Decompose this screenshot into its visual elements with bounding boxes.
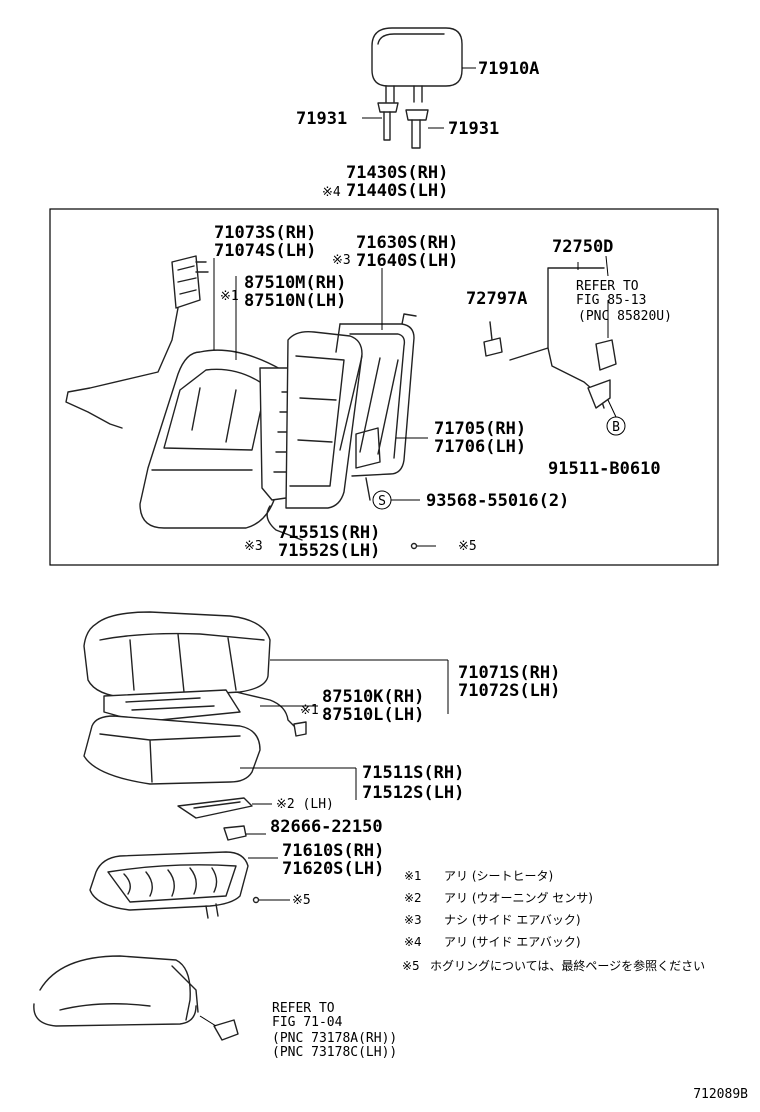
cushion-frame-drawing (89, 851, 249, 919)
label-cush-heater-rh: 87510K(RH) (322, 687, 424, 707)
label-back-assy-rh: 71430S(RH) (346, 163, 448, 183)
note-4-text: アリ (サイド エアバック) (444, 935, 581, 949)
refer2-line1: REFER TO (272, 1001, 335, 1016)
label-cush-pad-lh: 71512S(LH) (362, 783, 464, 803)
rear-seat-reference-drawing (33, 955, 239, 1041)
mark-back-pad: ※3 (332, 253, 351, 268)
seatback-spring-drawing (355, 427, 381, 501)
hog-ring-back-drawing (410, 542, 436, 550)
label-harness: 72750D (552, 237, 613, 257)
clip-drawing (223, 825, 247, 841)
label-screw: 93568-55016(2) (426, 491, 569, 511)
seatback-leader-lines (213, 255, 609, 439)
note-3-text: ナシ (サイド エアバック) (444, 913, 581, 927)
label-back-heater-lh: 87510N(LH) (244, 291, 346, 311)
label-back-assy-lh: 71440S(LH) (346, 181, 448, 201)
label-bolt: 91511-B0610 (548, 459, 661, 479)
label-sensor: ※2 (LH) (276, 797, 334, 812)
note-4-mark: ※4 (404, 935, 422, 949)
label-cush-heater-lh: 87510L(LH) (322, 705, 424, 725)
refer2-line4: (PNC 73178C(LH)) (272, 1045, 397, 1060)
callout-b-text: B (612, 420, 620, 435)
label-support-left: 71931 (296, 109, 347, 129)
note-2-text: アリ (ウオーニング センサ) (444, 891, 593, 905)
headrest-drawing (371, 27, 463, 103)
label-back-pad-lh: 71640S(LH) (356, 251, 458, 271)
label-cush-frame-rh: 71610S(RH) (282, 841, 384, 861)
label-back-spring-lh: 71552S(LH) (278, 541, 380, 561)
seatback-pad-drawing (285, 330, 363, 509)
label-cush-cover-rh: 71071S(RH) (458, 663, 560, 683)
note-1-mark: ※1 (404, 869, 422, 883)
note-2-mark: ※2 (404, 891, 422, 905)
mark-back-heater: ※1 (220, 289, 239, 304)
mark-back-assy: ※4 (322, 185, 341, 200)
callout-b: B (606, 399, 626, 436)
bracket-drawing (483, 321, 503, 357)
label-back-spring-rh: 71551S(RH) (278, 523, 380, 543)
cushion-pad-drawing (83, 715, 261, 785)
label-back-pad-rh: 71630S(RH) (356, 233, 458, 253)
refer1-line3: (PNC 85820U) (578, 309, 672, 324)
mark-back-spring: ※3 (244, 539, 263, 554)
callout-s-text: S (378, 494, 386, 509)
mark-cush-ring: ※5 (292, 893, 311, 908)
refer2-line3: (PNC 73178A(RH)) (272, 1031, 397, 1046)
label-back-cover-rh: 71073S(RH) (214, 223, 316, 243)
figure-id: 712089B (693, 1087, 748, 1102)
sensor-drawing (177, 797, 253, 819)
label-clip: 82666-22150 (270, 817, 383, 837)
note-5-text: ホグリングについては、最終ページを参照ください (430, 958, 705, 973)
label-back-heater-rh: 87510M(RH) (244, 273, 346, 293)
label-cush-pad-rh: 71511S(RH) (362, 763, 464, 783)
label-back-frame-lh: 71706(LH) (434, 437, 526, 457)
harness-drawing (509, 267, 617, 409)
label-cush-frame-lh: 71620S(LH) (282, 859, 384, 879)
cushion-leader-lines (240, 659, 449, 859)
label-bracket: 72797A (466, 289, 527, 309)
refer2-line2: FIG 71-04 (272, 1015, 343, 1030)
note-1-text: アリ (シートヒータ) (444, 869, 553, 883)
refer1-line1: REFER TO (576, 279, 639, 294)
note-3-mark: ※3 (404, 913, 422, 927)
cushion-cover-drawing (83, 611, 271, 699)
mark-back-ring: ※5 (458, 539, 477, 554)
note-5-mark: ※5 (402, 959, 420, 973)
label-support-right: 71931 (448, 119, 499, 139)
label-back-frame-rh: 71705(RH) (434, 419, 526, 439)
hog-ring-cushion-drawing (252, 896, 290, 904)
cushion-heater-drawing (103, 689, 307, 737)
label-headrest: 71910A (478, 59, 539, 79)
mark-cush-heater: ※1 (300, 703, 319, 718)
headrest-support-right-drawing (405, 109, 429, 149)
side-airbag-module-drawing (65, 255, 209, 429)
seatback-frame-drawing (335, 313, 417, 477)
seatback-cover-drawing (139, 349, 298, 529)
notes-legend: ※1 アリ (シートヒータ) ※2 アリ (ウオーニング センサ) ※3 ナシ … (402, 869, 705, 973)
seatback-group-frame (49, 208, 719, 566)
label-back-cover-lh: 71074S(LH) (214, 241, 316, 261)
refer1-line2: FIG 85-13 (576, 293, 646, 308)
callout-s: S (372, 490, 420, 510)
label-cush-cover-lh: 71072S(LH) (458, 681, 560, 701)
headrest-support-left-drawing (377, 102, 399, 141)
